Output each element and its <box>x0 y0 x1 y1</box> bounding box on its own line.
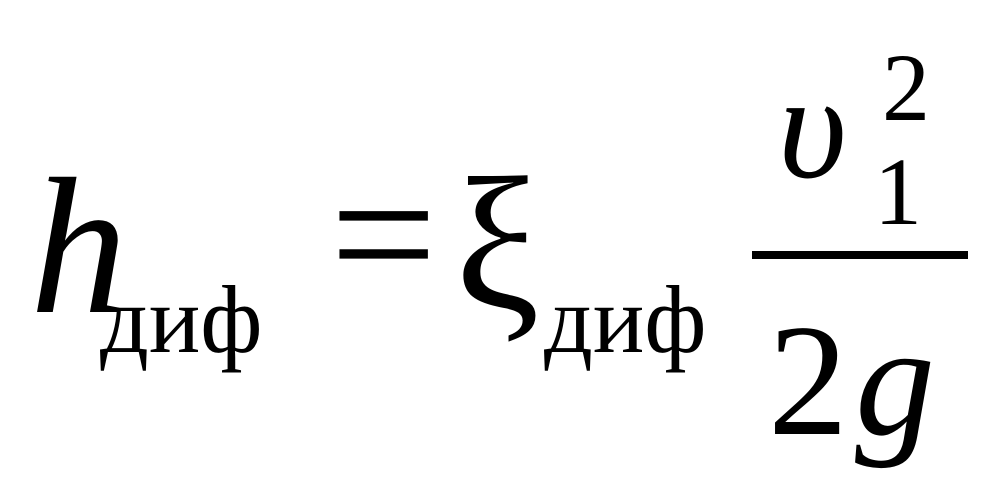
denominator-number: 2 <box>768 291 848 469</box>
fraction-bar <box>752 251 968 259</box>
head-loss-symbol: h <box>30 139 128 355</box>
velocity-symbol: υ <box>778 44 847 210</box>
gravity-symbol: g <box>855 291 935 469</box>
velocity-subscript: 1 <box>874 138 922 245</box>
velocity-exponent: 2 <box>882 34 930 141</box>
loss-coefficient-subscript: диф <box>544 266 707 373</box>
equals-sign: = <box>330 130 438 340</box>
loss-coefficient-symbol: ξ <box>455 140 540 350</box>
head-loss-subscript: диф <box>100 266 263 373</box>
